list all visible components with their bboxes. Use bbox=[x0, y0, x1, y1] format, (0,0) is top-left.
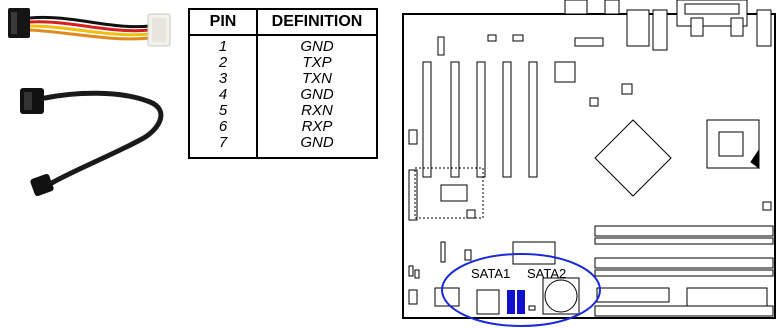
pin-number: 1 bbox=[189, 35, 258, 55]
pin-column-header: PIN bbox=[189, 9, 258, 36]
table-row: 4 GND bbox=[189, 87, 377, 103]
pin-definition: TXP bbox=[302, 54, 332, 71]
sata-power-cable-photo bbox=[8, 8, 171, 47]
definition-column-header: DEFINITION bbox=[257, 9, 377, 36]
table-row: 2 TXP bbox=[189, 55, 377, 71]
sata-highlight-ellipse bbox=[441, 253, 601, 327]
pin-definition: RXP bbox=[301, 118, 333, 135]
pin-number: 6 bbox=[189, 119, 258, 135]
sata-pin-table: PIN DEFINITION 1 GND 2 TXP 3 TXN 4 GND 5… bbox=[188, 8, 378, 159]
table-row: 1 GND bbox=[189, 35, 377, 55]
pin-definition: RXN bbox=[301, 102, 333, 119]
table-row: 6 RXP bbox=[189, 119, 377, 135]
pin-number: 4 bbox=[189, 87, 258, 103]
pin-number: 3 bbox=[189, 71, 258, 87]
pin-definition: GND bbox=[300, 86, 334, 103]
table-header-row: PIN DEFINITION bbox=[189, 9, 377, 36]
pin-definition: TXN bbox=[302, 70, 332, 87]
table-row: 5 RXN bbox=[189, 103, 377, 119]
sata1-label: SATA1 bbox=[471, 266, 510, 281]
sata2-label: SATA2 bbox=[527, 266, 566, 281]
pin-definition: GND bbox=[300, 134, 334, 151]
pin-number: 7 bbox=[189, 135, 258, 158]
sata1-connector bbox=[507, 290, 515, 314]
pin-number: 5 bbox=[189, 103, 258, 119]
pin-number: 2 bbox=[189, 55, 258, 71]
motherboard-diagram: SATA1 SATA2 bbox=[402, 0, 776, 327]
table-row: 3 TXN bbox=[189, 71, 377, 87]
sata-data-cable-photo bbox=[20, 88, 164, 197]
table-row: 7 GND bbox=[189, 135, 377, 158]
pin-definition: GND bbox=[300, 38, 334, 55]
sata2-connector bbox=[517, 290, 525, 314]
